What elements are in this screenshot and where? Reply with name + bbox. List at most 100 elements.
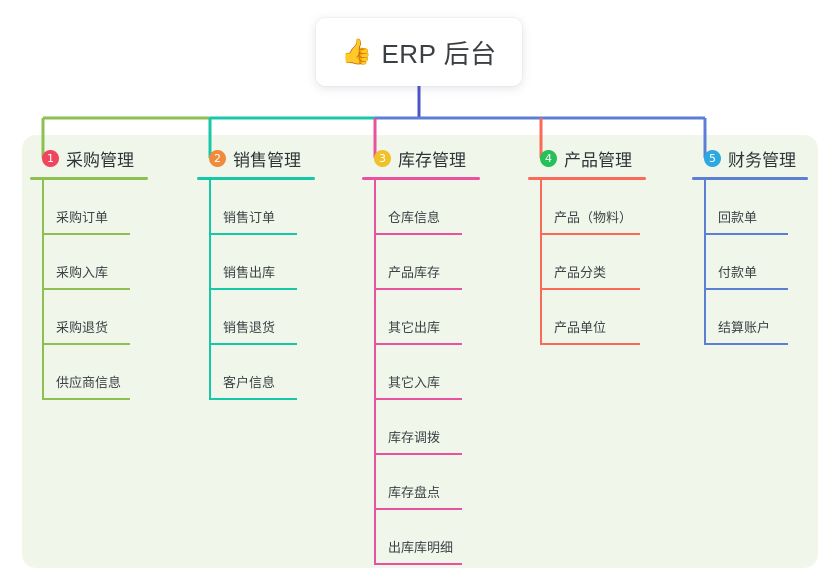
leaf-node[interactable]: 销售订单: [197, 180, 315, 235]
leaf-node[interactable]: 出库库明细: [362, 510, 480, 565]
leaf-node[interactable]: 回款单: [692, 180, 808, 235]
branch-items-4: 产品（物料） 产品分类产品单位: [528, 180, 646, 345]
leaf-label: 销售订单: [223, 210, 276, 225]
thumbs-up-icon: 👍: [341, 37, 373, 66]
leaf-node[interactable]: 供应商信息: [30, 345, 148, 400]
branch-badge-2: 2: [209, 149, 226, 167]
branch-underline-3: [362, 177, 480, 180]
leaf-label: 其它出库: [388, 320, 441, 335]
leaf-underline: [374, 288, 462, 290]
leaf-label: 产品分类: [554, 265, 607, 280]
leaf-label: 销售出库: [223, 265, 276, 280]
diagram-panel: [22, 135, 818, 568]
branch-badge-4: 4: [540, 149, 557, 167]
leaf-label: 回款单: [718, 210, 758, 225]
leaf-node[interactable]: 付款单: [692, 235, 808, 290]
leaf-label: 采购退货: [56, 320, 109, 335]
leaf-underline: [209, 233, 297, 235]
leaf-node[interactable]: 产品库存: [362, 235, 480, 290]
leaf-label: 出库库明细: [388, 540, 454, 555]
leaf-node[interactable]: 销售退货: [197, 290, 315, 345]
branch-spine-2: [209, 180, 211, 400]
leaf-label: 产品（物料）: [554, 210, 633, 225]
leaf-underline: [374, 233, 462, 235]
branch-spine-4: [540, 180, 542, 345]
leaf-underline: [704, 343, 788, 345]
leaf-node[interactable]: 其它出库: [362, 290, 480, 345]
leaf-underline: [540, 288, 640, 290]
leaf-underline: [374, 398, 462, 400]
leaf-label: 付款单: [718, 265, 758, 280]
leaf-node[interactable]: 其它入库: [362, 345, 480, 400]
leaf-node[interactable]: 产品分类: [528, 235, 646, 290]
leaf-underline: [42, 398, 130, 400]
leaf-underline: [704, 233, 788, 235]
leaf-label: 采购入库: [56, 265, 109, 280]
branch-header-1[interactable]: 1 采购管理: [30, 145, 148, 171]
leaf-node[interactable]: 采购入库: [30, 235, 148, 290]
leaf-underline: [540, 233, 640, 235]
branch-badge-1: 1: [42, 149, 59, 167]
branch-badge-5: 5: [704, 149, 721, 167]
branch-header-5[interactable]: 5 财务管理: [692, 145, 808, 171]
branch-underline-1: [30, 177, 148, 180]
root-node[interactable]: 👍 ERP 后台: [316, 18, 522, 86]
leaf-underline: [209, 343, 297, 345]
branch-3: 3 库存管理仓库信息产品库存其它出库其它入库库存调拨库存盘点出库库明细: [362, 145, 480, 565]
leaf-underline: [209, 288, 297, 290]
leaf-underline: [374, 508, 462, 510]
branch-2: 2 销售管理销售订单销售出库销售退货客户信息: [197, 145, 315, 400]
branch-title-5: 财务管理: [728, 150, 796, 170]
branch-title-2: 销售管理: [233, 150, 301, 170]
branch-4: 4 产品管理产品（物料） 产品分类产品单位: [528, 145, 646, 345]
leaf-underline: [42, 233, 130, 235]
leaf-label: 结算账户: [718, 320, 771, 335]
leaf-node[interactable]: 采购订单: [30, 180, 148, 235]
leaf-node[interactable]: 产品单位: [528, 290, 646, 345]
leaf-underline: [704, 288, 788, 290]
leaf-label: 仓库信息: [388, 210, 441, 225]
leaf-label: 销售退货: [223, 320, 276, 335]
branch-items-5: 回款单付款单结算账户: [692, 180, 808, 345]
leaf-underline: [209, 398, 297, 400]
branch-header-2[interactable]: 2 销售管理: [197, 145, 315, 171]
branch-items-2: 销售订单销售出库销售退货客户信息: [197, 180, 315, 400]
branch-badge-3: 3: [374, 149, 391, 167]
branch-5: 5 财务管理回款单付款单结算账户: [692, 145, 808, 345]
leaf-underline: [540, 343, 640, 345]
branch-items-1: 采购订单采购入库采购退货供应商信息: [30, 180, 148, 400]
leaf-label: 库存调拨: [388, 430, 441, 445]
leaf-label: 产品库存: [388, 265, 441, 280]
leaf-underline: [42, 343, 130, 345]
leaf-label: 其它入库: [388, 375, 441, 390]
branch-title-3: 库存管理: [398, 150, 466, 170]
leaf-node[interactable]: 采购退货: [30, 290, 148, 345]
branch-underline-2: [197, 177, 315, 180]
leaf-underline: [374, 343, 462, 345]
root-title: ERP 后台: [381, 38, 497, 69]
leaf-underline: [374, 563, 462, 565]
leaf-label: 供应商信息: [56, 375, 122, 390]
leaf-node[interactable]: 库存调拨: [362, 400, 480, 455]
branch-items-3: 仓库信息产品库存其它出库其它入库库存调拨库存盘点出库库明细: [362, 180, 480, 565]
leaf-underline: [42, 288, 130, 290]
branch-title-4: 产品管理: [564, 150, 632, 170]
leaf-node[interactable]: 结算账户: [692, 290, 808, 345]
branch-underline-5: [692, 177, 808, 180]
branch-header-3[interactable]: 3 库存管理: [362, 145, 480, 171]
leaf-node[interactable]: 库存盘点: [362, 455, 480, 510]
leaf-label: 产品单位: [554, 320, 607, 335]
branch-spine-3: [374, 180, 376, 565]
branch-title-1: 采购管理: [66, 150, 134, 170]
leaf-label: 采购订单: [56, 210, 109, 225]
leaf-node[interactable]: 销售出库: [197, 235, 315, 290]
leaf-underline: [374, 453, 462, 455]
leaf-node[interactable]: 客户信息: [197, 345, 315, 400]
leaf-node[interactable]: 仓库信息: [362, 180, 480, 235]
branch-1: 1 采购管理采购订单采购入库采购退货供应商信息: [30, 145, 148, 400]
branch-underline-4: [528, 177, 646, 180]
branch-header-4[interactable]: 4 产品管理: [528, 145, 646, 171]
leaf-node[interactable]: 产品（物料）: [528, 180, 646, 235]
leaf-label: 库存盘点: [388, 485, 441, 500]
